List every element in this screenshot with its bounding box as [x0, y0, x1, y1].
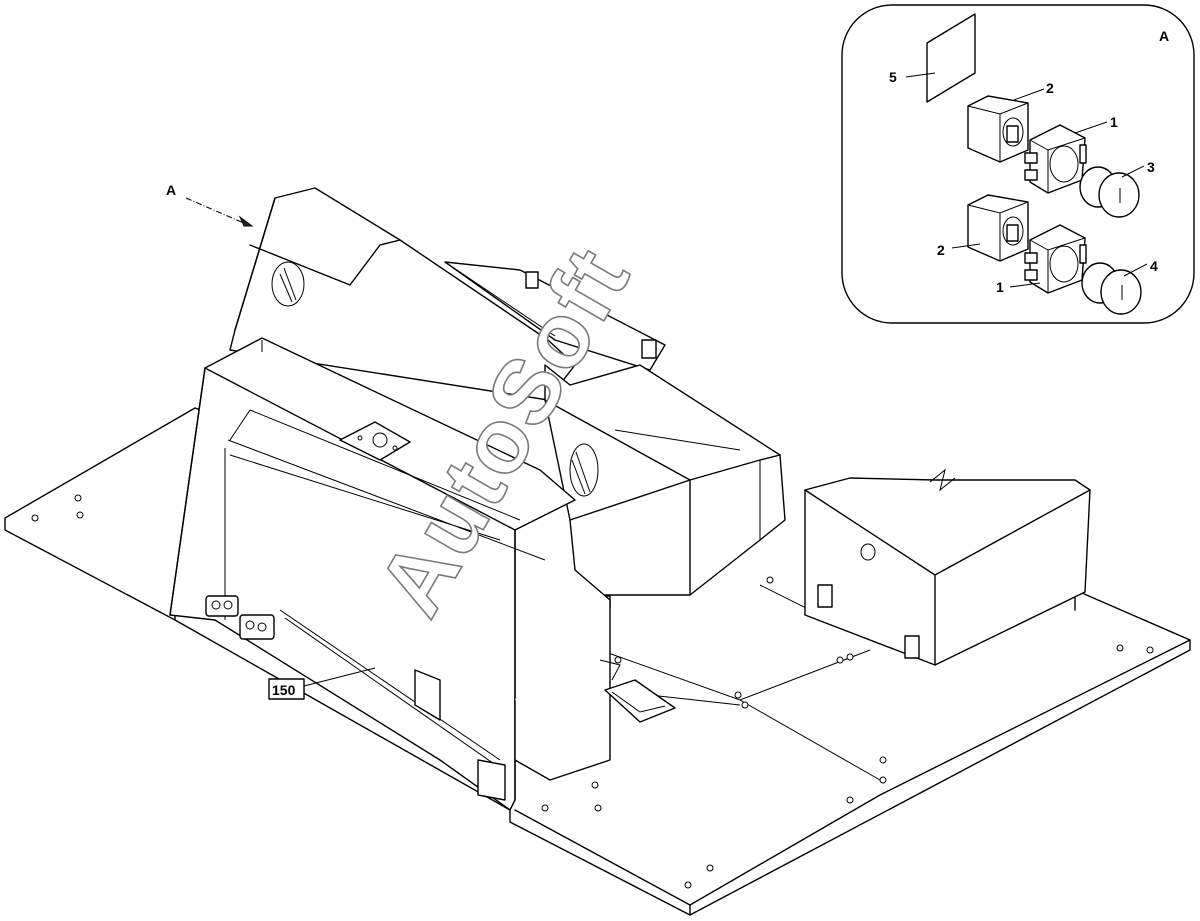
switch-guard-lower [967, 194, 1029, 262]
hinged-top-cover [444, 261, 666, 371]
switch-bezel-upper [1024, 124, 1087, 194]
callout-1-lower: 1 [996, 279, 1004, 295]
front-lower-hood [169, 337, 576, 811]
switch-guard-upper [967, 95, 1029, 163]
upper-control-housing [544, 364, 786, 609]
right-side-box [804, 468, 1091, 666]
base-plate-holes [31, 494, 1154, 889]
callout-5: 5 [889, 69, 897, 85]
detail-view-label: A [1159, 28, 1169, 44]
view-arrow-label: A [166, 182, 176, 198]
rear-console-panel [229, 187, 576, 401]
callout-4: 4 [1150, 258, 1158, 274]
push-button-4 [1081, 262, 1142, 315]
front-latches [205, 595, 275, 640]
callout-2-lower: 2 [937, 242, 945, 258]
detail-view-a: A 5 2 1 3 [841, 4, 1195, 324]
callout-2-upper: 2 [1046, 80, 1054, 96]
callout-1-upper: 1 [1110, 114, 1118, 130]
center-support [514, 569, 676, 781]
callout-3: 3 [1147, 159, 1155, 175]
callout-150-label: 150 [272, 682, 296, 698]
callout-150: 150 [268, 667, 376, 700]
label-plate [926, 13, 976, 103]
push-button-3 [1079, 166, 1140, 218]
view-arrow-a: A [166, 182, 254, 227]
